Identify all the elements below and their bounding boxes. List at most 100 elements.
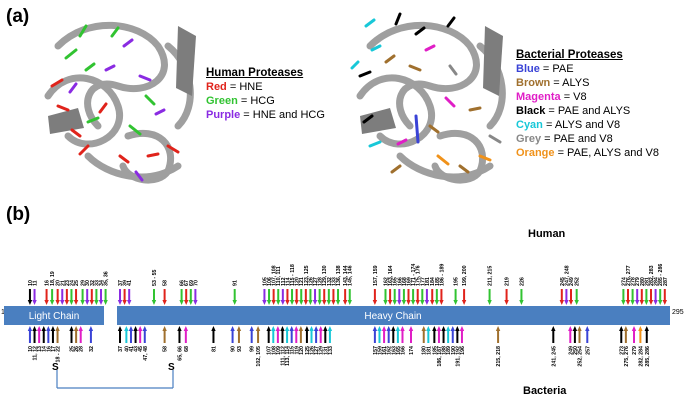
arrow-head-icon (455, 326, 460, 331)
heavy-chain-label: Heavy Chain (364, 311, 421, 322)
legend-color-word: Purple (206, 109, 241, 121)
bacteria-site-label: 47, 48 (143, 346, 149, 361)
legend-color-word: Black (516, 105, 546, 117)
human-legend: Human Proteases Red = HNE Green = HCG Pu… (206, 66, 325, 122)
heavy-chain-bar (117, 306, 670, 325)
arrow-head-icon (372, 326, 378, 331)
human-site-label: 37 (118, 280, 124, 286)
disulfide-bond: S S (52, 362, 175, 389)
human-site-label: 21 (60, 280, 66, 286)
legend-desc: = PAE, ALYS and V8 (557, 147, 659, 159)
arrow-head-icon (304, 326, 310, 331)
arrow-head-icon (631, 326, 637, 331)
arrow-head-icon (69, 300, 74, 305)
human-site-label: 105 (262, 277, 268, 286)
legend-color-word: Red (206, 81, 227, 93)
legend-desc: = ALYS (553, 77, 590, 89)
arrow-head-icon (69, 326, 74, 331)
human-site-label: 129, 130 (322, 265, 328, 286)
arrow-head-icon (183, 326, 189, 331)
arrow-head-icon (162, 326, 167, 331)
bacteria-site-label: 252, 254 (577, 346, 583, 367)
human-site-label: 169 (407, 277, 413, 286)
human-site-label: 136, 138 (336, 265, 342, 286)
bacterial-legend-item: Brown = ALYS (516, 76, 659, 90)
bacteria-site-label: 17 (51, 346, 57, 352)
human-site-label: 132 (327, 277, 333, 286)
bacterial-legend-item: Grey = PAE and V8 (516, 132, 659, 146)
arrow-head-icon (391, 326, 396, 331)
arrow-head-icon (619, 326, 624, 331)
arrow-head-icon (621, 300, 626, 305)
bacteria-site-label: 133 (328, 346, 334, 355)
bacteria-site-label: 108 (271, 346, 277, 355)
arrow-head-icon (424, 300, 430, 305)
bacteria-site-label: 45 (138, 346, 144, 352)
bacteria-site-label: 43 (134, 346, 140, 352)
arrow-head-icon (255, 326, 261, 331)
arrow-head-icon (657, 300, 663, 305)
human-site-label: 219 (505, 277, 511, 286)
human-site-label: 66 (180, 280, 186, 286)
human-site-label: 33 (94, 280, 100, 286)
bacterial-legend-title: Bacterial Proteases (516, 49, 623, 61)
arrow-head-icon (78, 326, 83, 331)
arrow-head-icon (439, 300, 444, 305)
bacteria-site-label: 81 (211, 346, 217, 352)
arrow-head-icon (94, 300, 99, 305)
bacteria-site-label: 241, 245 (551, 346, 557, 367)
bacteria-site-label: 129 (319, 346, 325, 355)
arrow-head-icon (266, 300, 272, 305)
human-site-label: 249 (569, 277, 575, 286)
human-site-label: 281 (644, 277, 650, 286)
human-site-label: 282, 283 (649, 265, 655, 286)
bacteria-site-label: 65, 66 (177, 346, 183, 361)
human-site-label: 29 (81, 280, 87, 286)
human-site-label: 285 - 286 (658, 264, 664, 286)
arrow-head-icon (313, 326, 319, 331)
arrow-head-icon (271, 326, 276, 331)
human-protein-structure-image (44, 21, 196, 184)
arrow-head-icon (232, 300, 237, 305)
arrow-head-icon (572, 326, 578, 331)
arrow-head-icon (323, 326, 328, 331)
arrow-head-icon (249, 326, 254, 331)
arrow-head-icon (568, 300, 574, 305)
arrow-head-icon (322, 300, 327, 305)
arrow-head-icon (309, 326, 314, 331)
arrow-head-icon (60, 300, 65, 305)
arrow-head-icon (551, 326, 556, 331)
arrow-head-icon (271, 300, 276, 305)
arrow-head-icon (312, 300, 318, 305)
arrow-head-icon (406, 300, 411, 305)
bacteria-site-label: 115 (290, 346, 296, 355)
arrow-head-icon (568, 326, 573, 331)
human-site-label: 121 (299, 277, 305, 286)
disulfide-s-right: S (168, 362, 175, 373)
human-site-label: 184 (430, 277, 436, 286)
arrow-head-icon (585, 326, 590, 331)
arrow-head-icon (32, 300, 37, 305)
human-site-label: 168 (402, 277, 408, 286)
human-site-label: 177 (420, 277, 426, 286)
panel-b-label: (b) (6, 204, 31, 225)
arrow-head-icon (648, 300, 654, 305)
arrow-head-icon (639, 300, 644, 305)
bacteria-site-label: 257 (585, 346, 591, 355)
arrow-head-icon (88, 326, 94, 331)
arrow-head-icon (36, 326, 42, 331)
legend-desc: = PAE (542, 63, 574, 75)
legend-desc: = PAE and V8 (544, 133, 613, 145)
sequence-end-number: 295 (672, 309, 684, 316)
human-site-label: 35, 36 (104, 271, 110, 286)
arrow-head-icon (432, 326, 437, 331)
sequence-start-number: 1 (1, 309, 5, 316)
human-site-label: 70 (193, 280, 199, 286)
bacteria-site-label: 181 (426, 346, 432, 355)
arrow-head-icon (193, 300, 198, 305)
human-site-label: 67 (184, 280, 190, 286)
human-site-label: 181 (425, 277, 431, 286)
arrow-head-icon (397, 300, 402, 305)
arrow-head-icon (644, 300, 649, 305)
arrow-head-icon (436, 326, 442, 331)
